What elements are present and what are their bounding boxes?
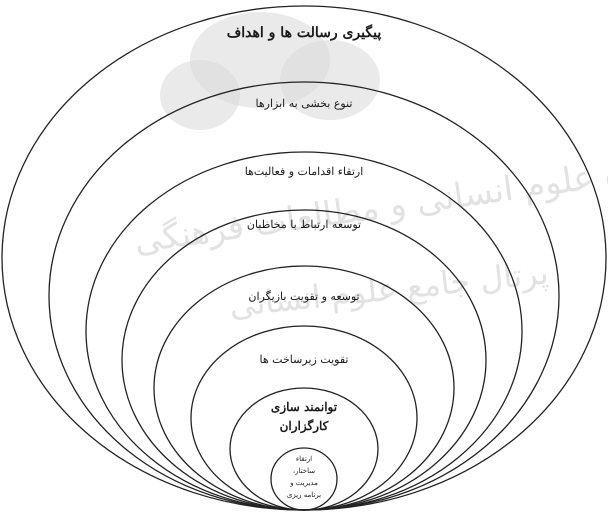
layer-8-label-line-1: ارتقاء <box>296 455 312 463</box>
layer-4-label: توسعه ارتباط با مخاطبان <box>247 218 361 231</box>
labels: پیگیری رسالت ها و اهداف تنوع بخشی به ابز… <box>227 24 382 499</box>
layer-1-label: پیگیری رسالت ها و اهداف <box>227 24 382 41</box>
watermark-emblem <box>160 12 380 130</box>
layer-2-label: تنوع بخشی به ابزارها <box>256 97 353 110</box>
ring-8 <box>270 447 338 511</box>
layer-7-label-line-1: توانمند سازی <box>271 400 338 415</box>
rings <box>1 5 607 511</box>
layer-8-label-line-4: برنامه ریزی <box>287 491 321 499</box>
layer-3-label: ارتقاء اقدامات و فعالیت‌ها <box>245 165 364 178</box>
layer-6-label: تقویت زیرساخت ها <box>260 353 349 366</box>
layer-8-label-line-2: ساختار، <box>293 467 315 475</box>
watermark-line-1: پژوهشگاه علوم انسانی و مطالعات فرهنگی <box>132 137 608 262</box>
layer-7-label-line-2: کارگزاران <box>280 418 329 434</box>
layer-8-label-line-3: مدیریت و <box>289 479 318 487</box>
layer-5-label: توسعه و تقویت بازیگران <box>248 290 359 303</box>
